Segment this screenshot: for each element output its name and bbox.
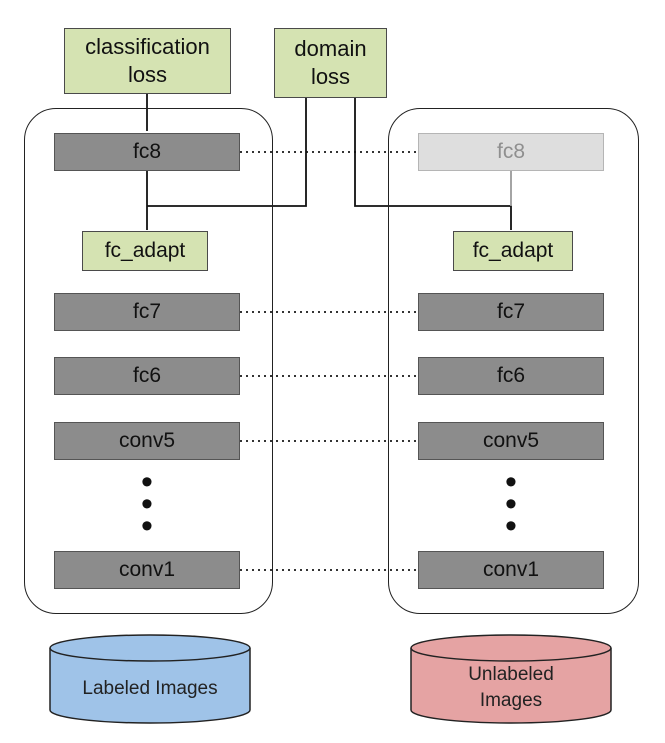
unlabeled-images-label: Unlabeled Images <box>468 664 554 711</box>
domain-loss-box: domain loss <box>274 28 387 98</box>
labeled-images-database <box>49 634 251 724</box>
labeled-images-label: Labeled Images <box>82 678 218 699</box>
left-conv5-layer: conv5 <box>54 422 240 460</box>
right-fc7-layer: fc7 <box>418 293 604 331</box>
line-domainloss-right <box>354 98 512 230</box>
right-ellipsis: • • • <box>505 463 517 545</box>
line-domainloss-left <box>147 98 307 207</box>
right-fc-adapt-layer: fc_adapt <box>453 231 573 271</box>
source-network-column <box>24 108 273 614</box>
right-conv5-layer: conv5 <box>418 422 604 460</box>
right-fc6-layer: fc6 <box>418 357 604 395</box>
left-ellipsis: • • • <box>141 463 153 545</box>
left-fc8-layer: fc8 <box>54 133 240 171</box>
right-conv1-layer: conv1 <box>418 551 604 589</box>
left-fc6-layer: fc6 <box>54 357 240 395</box>
left-fc-adapt-layer: fc_adapt <box>82 231 208 271</box>
right-fc8-layer: fc8 <box>418 133 604 171</box>
target-network-column <box>388 108 639 614</box>
left-fc7-layer: fc7 <box>54 293 240 331</box>
unlabeled-images-database <box>410 634 612 724</box>
left-conv1-layer: conv1 <box>54 551 240 589</box>
classification-loss-box: classification loss <box>64 28 231 94</box>
